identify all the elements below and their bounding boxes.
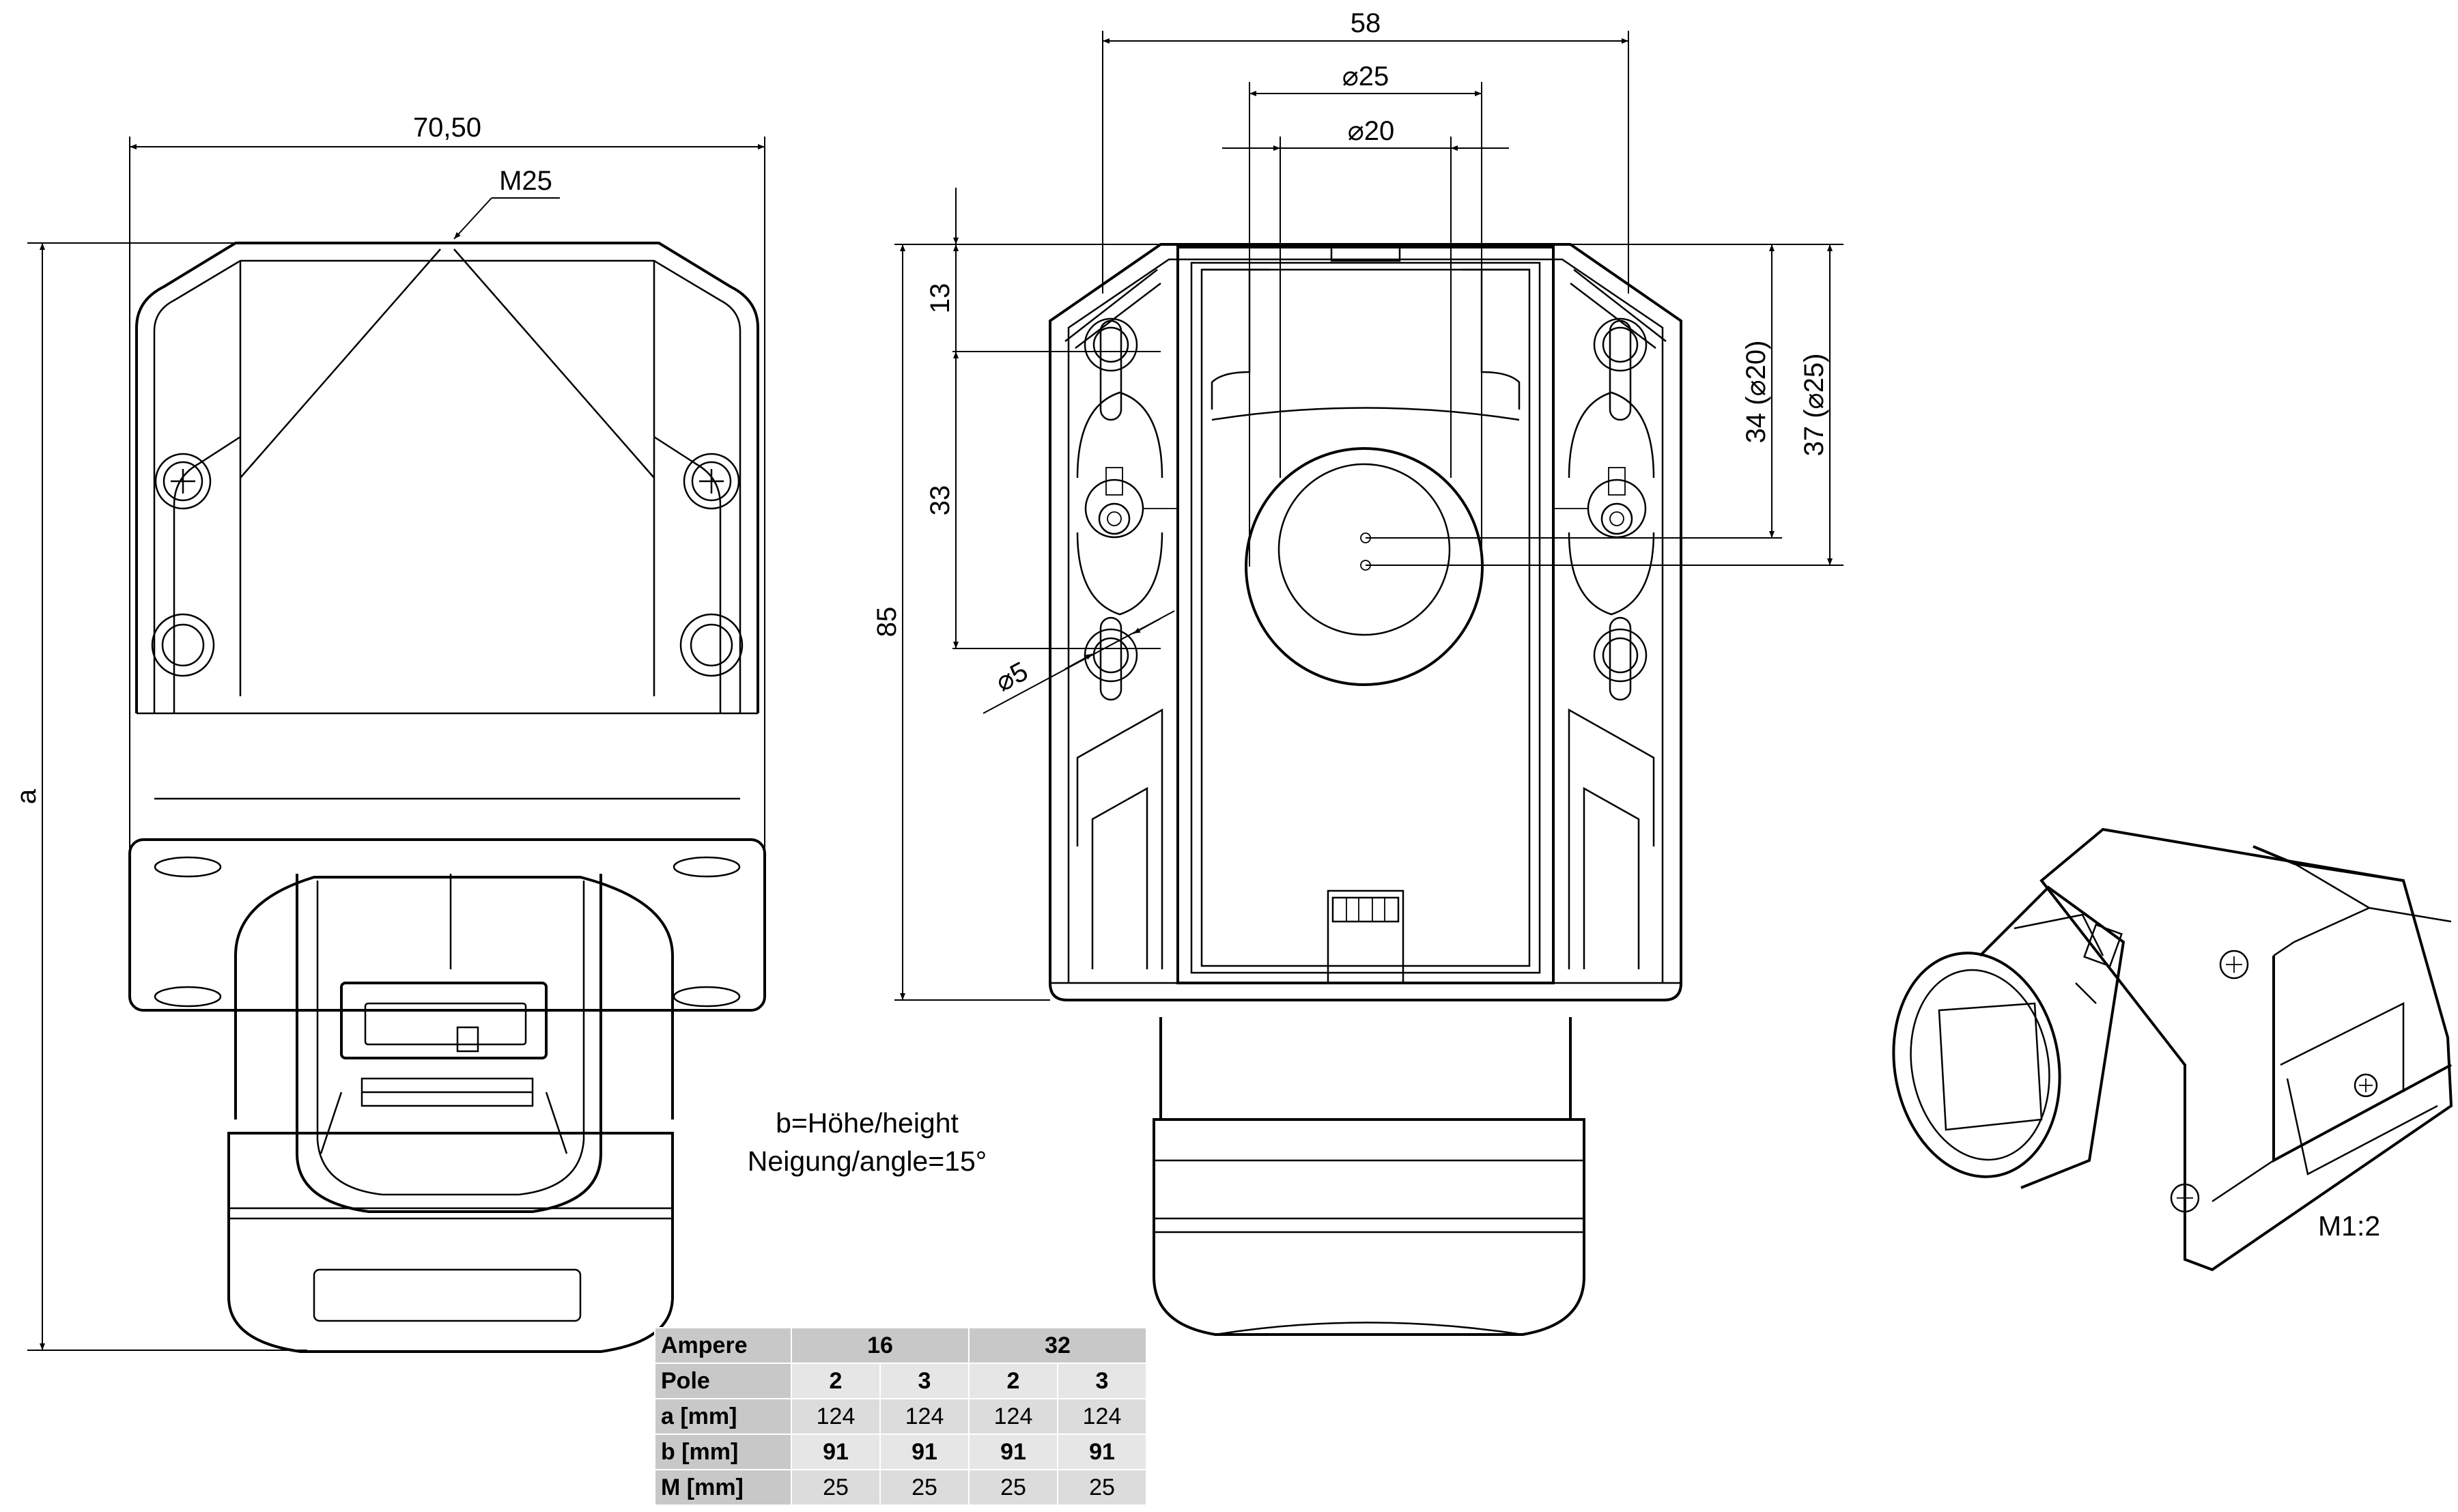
iso-screw-top-icon [2219, 950, 2249, 980]
left-dimensions: 70,50 M25 a [12, 113, 765, 1351]
iso-screw-bottom-icon [2170, 1183, 2200, 1213]
table-cell: 124 [791, 1398, 881, 1435]
table-cell: 3 [1057, 1363, 1147, 1399]
dim-dia-outer: ⌀25 [1342, 61, 1389, 91]
table-row-label: Pole [654, 1363, 792, 1399]
iso-screw-right-icon [2354, 1073, 2378, 1098]
table-row-label: b [mm] [654, 1433, 792, 1470]
dim-dia-inner: ⌀20 [1348, 116, 1395, 146]
screw-left-icon [1084, 467, 1178, 539]
table-cell: 25 [879, 1469, 970, 1506]
cable-entry-inner [1277, 463, 1451, 636]
dim-h-37: 37 (⌀25) [1799, 354, 1829, 457]
dim-h-34: 34 (⌀20) [1741, 341, 1771, 444]
table-cell: 25 [1057, 1469, 1147, 1506]
screw-right-icon [683, 453, 740, 510]
table-row: a [mm] 124 124 124 124 [654, 1398, 1147, 1435]
table-cell: 124 [968, 1398, 1058, 1435]
table-cell: 25 [791, 1469, 881, 1506]
dim-thread: M25 [499, 166, 552, 196]
table-header-label: Ampere [654, 1327, 792, 1364]
table-cell: 3 [879, 1363, 970, 1399]
note-height: b=Höhe/height [776, 1107, 959, 1139]
table-row: b [mm] 91 91 91 91 [654, 1433, 1147, 1470]
dim-hole: ⌀5 [991, 656, 1033, 698]
table-header-row: Ampere 16 32 [654, 1327, 1147, 1364]
dim-height-a: a [12, 788, 42, 804]
screw-left-icon [154, 453, 212, 510]
dim-h-mid: 33 [925, 485, 955, 516]
dim-h-top: 13 [925, 283, 955, 314]
table-cell: 91 [879, 1433, 970, 1470]
table-group-16: 16 [791, 1327, 970, 1364]
cable-entry-outer [1245, 447, 1484, 686]
table-group-32: 32 [968, 1327, 1147, 1364]
mount-hole-left-bottom-icon [1084, 628, 1138, 683]
front-view [128, 242, 766, 1353]
table-cell: 25 [968, 1469, 1058, 1506]
table-cell: 2 [968, 1363, 1058, 1399]
table-cell: 91 [1057, 1433, 1147, 1470]
table-row: Pole 2 3 2 3 [654, 1363, 1147, 1399]
isometric-view [1892, 827, 2453, 1272]
table-cell: 91 [968, 1433, 1058, 1470]
table-row: M [mm] 25 25 25 25 [654, 1469, 1147, 1506]
mount-hole-right-bottom-icon [1593, 628, 1648, 683]
table-cell: 91 [791, 1433, 881, 1470]
note-block: b=Höhe/height Neigung/angle=15° [724, 1104, 1011, 1180]
mount-hole-right-top-icon [1593, 317, 1648, 372]
note-angle: Neigung/angle=15° [747, 1145, 987, 1177]
spec-table: Ampere 16 32 Pole 2 3 2 3 a [mm] 124 124… [654, 1327, 1147, 1506]
dim-width-top: 58 [1351, 8, 1381, 38]
scale-label: M1:2 [2318, 1210, 2381, 1242]
table-cell: 124 [1057, 1398, 1147, 1435]
screw-right-icon [1553, 467, 1647, 539]
dim-width-left: 70,50 [413, 113, 481, 143]
middle-dimensions: 58 ⌀25 ⌀20 13 33 85 ⌀5 34 (⌀20) 37 (⌀25) [872, 8, 1844, 1001]
dim-h-total: 85 [872, 607, 902, 638]
rear-view [1049, 243, 1682, 1336]
mount-hole-left-top-icon [1084, 317, 1138, 372]
table-row-label: a [mm] [654, 1398, 792, 1435]
table-cell: 124 [879, 1398, 970, 1435]
table-row-label: M [mm] [654, 1469, 792, 1506]
table-cell: 2 [791, 1363, 881, 1399]
